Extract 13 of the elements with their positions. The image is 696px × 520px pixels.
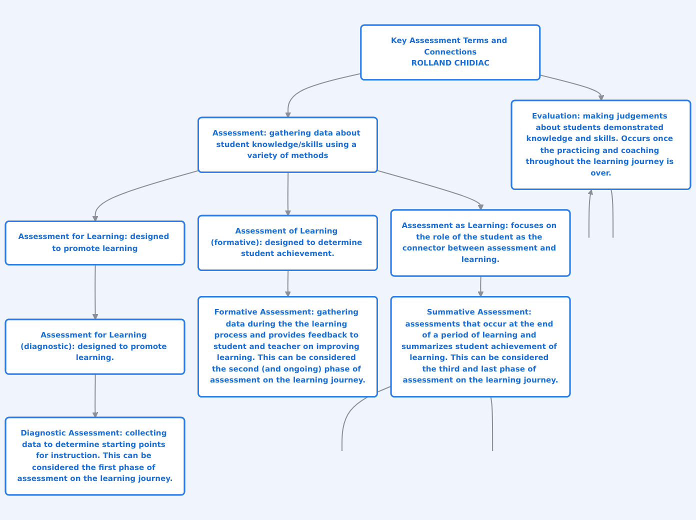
arrow — [92, 374, 98, 418]
arrow — [588, 189, 593, 238]
arrow — [284, 172, 292, 216]
arrow — [284, 270, 291, 298]
arrow — [92, 264, 98, 320]
connector — [341, 386, 392, 452]
arrow — [540, 74, 604, 102]
arrow — [377, 170, 484, 211]
arrow — [92, 170, 200, 222]
arrow — [285, 73, 362, 118]
connector — [610, 190, 614, 238]
connector — [490, 397, 494, 452]
arrow — [478, 276, 484, 298]
